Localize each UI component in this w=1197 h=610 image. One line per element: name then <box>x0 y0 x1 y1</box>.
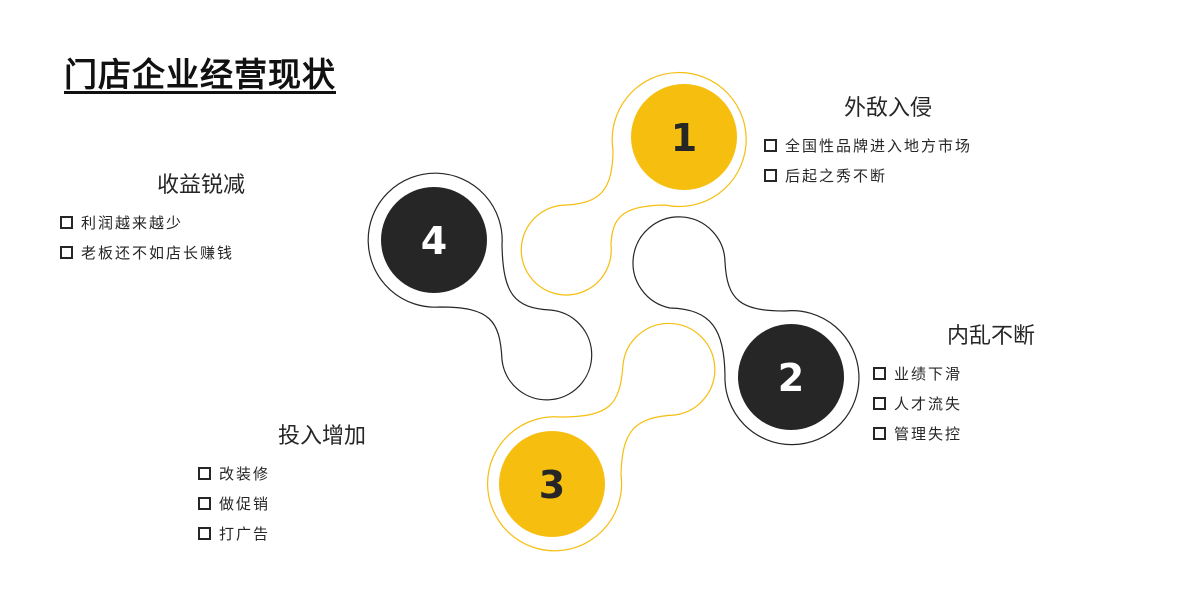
checkbox-square-icon <box>198 496 211 510</box>
checkbox-square-icon <box>60 215 73 229</box>
node-3-heading: 投入增加 <box>278 424 367 449</box>
outline-3 <box>487 322 716 552</box>
node-2-text: 内乱不断 业绩下滑 人才流失 管理失控 <box>873 318 1035 448</box>
node-3-number: 3 <box>539 463 565 507</box>
list-item: 管理失控 <box>873 418 1035 448</box>
list-item: 人才流失 <box>873 388 1035 418</box>
node-4-text: 收益锐减 利润越来越少 老板还不如店长赚钱 <box>60 167 245 267</box>
node-3-circle <box>499 431 605 537</box>
node-3-text: 投入增加 改装修 做促销 打广告 <box>198 418 366 548</box>
page-title: 门店企业经营现状 <box>64 55 336 94</box>
list-item: 做促销 <box>198 488 366 518</box>
outline-2 <box>632 216 860 446</box>
list-item: 利润越来越少 <box>60 207 245 237</box>
outline-1 <box>520 71 747 296</box>
checkbox-square-icon <box>60 245 73 259</box>
list-item: 打广告 <box>198 518 366 548</box>
node-1-text: 外敌入侵 全国性品牌进入地方市场 后起之秀不断 <box>764 90 972 190</box>
node-4-circle <box>381 187 487 293</box>
node-1-number: 1 <box>671 116 697 160</box>
checkbox-square-icon <box>198 466 211 480</box>
checkbox-square-icon <box>764 168 777 182</box>
node-2-heading: 内乱不断 <box>947 324 1036 349</box>
checkbox-square-icon <box>873 396 886 410</box>
node-2-number: 2 <box>778 356 804 400</box>
list-item: 全国性品牌进入地方市场 <box>764 130 972 160</box>
checkbox-square-icon <box>764 138 777 152</box>
checkbox-square-icon <box>873 426 886 440</box>
node-4-number: 4 <box>421 219 447 263</box>
outline-4 <box>367 172 593 401</box>
checkbox-square-icon <box>198 526 211 540</box>
checkbox-square-icon <box>873 366 886 380</box>
node-2-circle <box>738 324 844 430</box>
node-4-heading: 收益锐减 <box>157 173 246 198</box>
list-item: 改装修 <box>198 458 366 488</box>
list-item: 业绩下滑 <box>873 358 1035 388</box>
list-item: 后起之秀不断 <box>764 160 972 190</box>
node-1-heading: 外敌入侵 <box>844 96 933 121</box>
list-item: 老板还不如店长赚钱 <box>60 237 245 267</box>
node-1-circle <box>631 84 737 190</box>
